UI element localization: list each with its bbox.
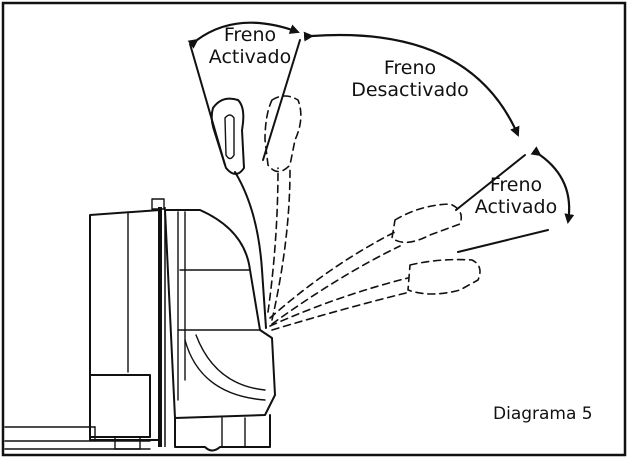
label-brake-on-low-line1: Freno bbox=[490, 174, 542, 196]
label-brake-on-low-line2: Activado bbox=[475, 196, 557, 218]
arc-arrow-brake-on-low bbox=[530, 146, 575, 224]
arc-arrow-brake-off bbox=[303, 31, 520, 137]
tiller-handle-brake-on-low bbox=[269, 258, 481, 331]
label-brake-on-top-line2: Activado bbox=[209, 46, 291, 68]
tiller-handle-brake-off bbox=[264, 95, 302, 321]
range-lines bbox=[189, 39, 549, 253]
arc-arrow-brake-on-top bbox=[187, 21, 300, 49]
label-brake-off-line2: Desactivado bbox=[351, 79, 469, 101]
tiller-handle-brake-on bbox=[210, 97, 267, 329]
label-brake-on-top-line1: Freno bbox=[224, 24, 276, 46]
tiller-handle-mid bbox=[269, 203, 463, 325]
diagram-caption: Diagrama 5 bbox=[493, 404, 593, 424]
truck-body bbox=[89, 198, 276, 452]
label-brake-off-line1: Freno bbox=[384, 57, 436, 79]
